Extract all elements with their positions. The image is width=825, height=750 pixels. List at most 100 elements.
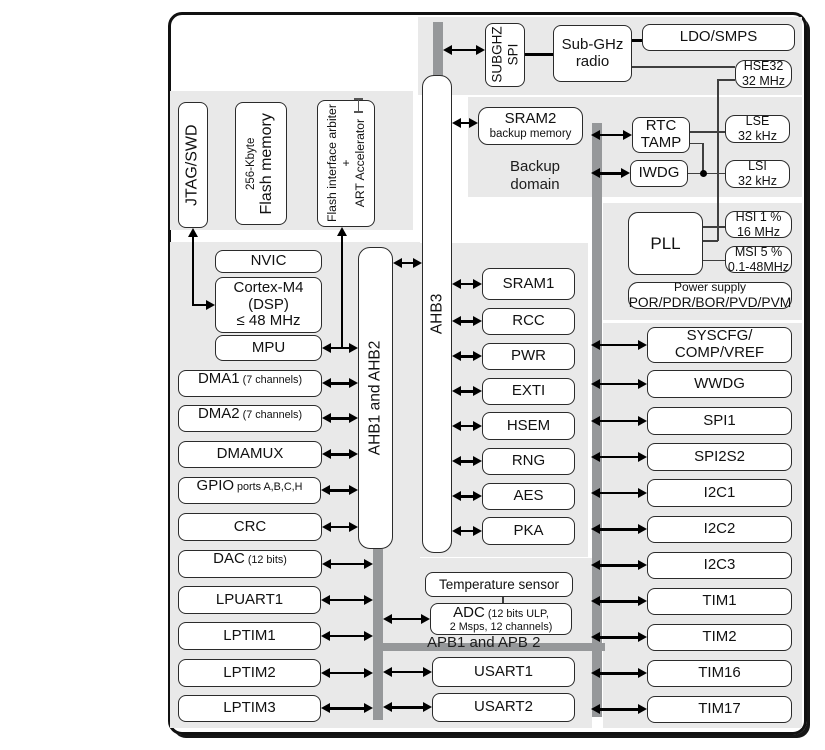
arrow-head-left bbox=[393, 257, 402, 268]
block-i2c3: I2C3 bbox=[647, 552, 792, 579]
block-spi2s2: SPI2S2 bbox=[647, 443, 792, 471]
block-label: PWR bbox=[511, 347, 546, 365]
arrow-head-right bbox=[364, 703, 373, 713]
block-label: LPTIM2 bbox=[223, 663, 276, 681]
block-label: SYSCFG/ bbox=[686, 327, 753, 345]
arrow-head-left bbox=[322, 558, 331, 569]
arrow-head-right bbox=[473, 456, 482, 466]
arrow-head-left bbox=[591, 524, 600, 534]
block-lse: LSE 32 kHz bbox=[725, 114, 790, 143]
block-usart1: USART1 bbox=[432, 657, 575, 687]
connector-line bbox=[192, 303, 208, 306]
connector-line bbox=[703, 226, 725, 228]
arrow-head-right bbox=[638, 378, 647, 389]
block-label: LPUART1 bbox=[215, 590, 284, 608]
block-label: ≤ 48 MHz bbox=[236, 312, 301, 330]
block-i2c2: I2C2 bbox=[647, 516, 792, 543]
block-label: MPU bbox=[251, 338, 286, 356]
arrow-head-right bbox=[476, 44, 485, 55]
arrow-head-right bbox=[638, 596, 647, 606]
arrow-head-right bbox=[349, 485, 358, 495]
block-label: + bbox=[338, 159, 353, 168]
connector-line bbox=[703, 240, 718, 242]
arrow-head-left bbox=[321, 485, 330, 495]
block-sublabel: (12 bits ULP, bbox=[487, 607, 549, 620]
arrow-shaft bbox=[329, 562, 366, 566]
arrow-head-right bbox=[621, 168, 630, 178]
arrow-shaft bbox=[459, 390, 475, 393]
block-temperature-sensor: Temperature sensor bbox=[425, 572, 573, 597]
arrow-head-right bbox=[349, 521, 358, 532]
backup-domain-label: Backup domain bbox=[495, 158, 575, 194]
block-rtc-tamp: RTC TAMP bbox=[632, 117, 690, 153]
arrow-shaft bbox=[328, 598, 366, 602]
arrow-head-up bbox=[336, 227, 347, 236]
arrow-shaft bbox=[329, 382, 351, 385]
block-label: 16 MHz bbox=[736, 224, 781, 239]
arrow-head-left bbox=[321, 667, 330, 678]
arrow-head-left bbox=[321, 594, 330, 605]
arrow-shaft bbox=[598, 600, 640, 603]
arrow-shaft bbox=[459, 121, 471, 125]
block-label: Temperature sensor bbox=[438, 576, 560, 592]
arrow-head-left bbox=[452, 278, 461, 289]
block-label: HSEM bbox=[506, 416, 551, 434]
arrow-shaft bbox=[459, 495, 475, 498]
arrow-head-left bbox=[322, 342, 331, 353]
arrow-shaft bbox=[459, 529, 475, 533]
block-label: Power supply bbox=[673, 280, 747, 295]
block-sublabel: (7 channels) bbox=[242, 409, 303, 421]
arrow-head-left bbox=[452, 491, 461, 501]
block-label: WWDG bbox=[694, 374, 745, 392]
arrow-head-right bbox=[623, 129, 632, 140]
block-label: TIM16 bbox=[698, 664, 741, 682]
arrow-shaft bbox=[450, 48, 478, 52]
arrow-head-left bbox=[322, 521, 331, 532]
apb-bus-label: APB1 and APB 2 bbox=[427, 634, 541, 651]
block-sram1: SRAM1 bbox=[482, 268, 575, 300]
block-label: NVIC bbox=[250, 252, 287, 270]
arrow-head-right bbox=[473, 316, 482, 326]
arrow-shaft bbox=[459, 355, 475, 358]
bus-label: AHB1 and AHB2 bbox=[366, 340, 384, 456]
arrow-head-left bbox=[322, 378, 331, 388]
block-mpu: MPU bbox=[215, 335, 322, 361]
ahb3-top-bus-bar bbox=[433, 22, 443, 77]
block-label: I2C3 bbox=[703, 556, 736, 574]
block-label: IWDG bbox=[638, 164, 680, 182]
arrow-shaft bbox=[390, 706, 425, 709]
arrow-head-left bbox=[452, 117, 461, 128]
block-power-supply: Power supply POR/PDR/BOR/PVD/PVM bbox=[628, 280, 792, 310]
arrow-head-left bbox=[591, 339, 600, 350]
block-subghz-radio: Sub-GHz radio bbox=[553, 25, 632, 82]
block-label: DAC bbox=[213, 550, 245, 567]
arrow-head-right bbox=[638, 339, 647, 350]
arrow-head-right bbox=[473, 420, 482, 431]
block-label: AES bbox=[513, 487, 544, 505]
block-label: 32 kHz bbox=[738, 174, 777, 188]
arrow-head-right bbox=[206, 299, 215, 310]
block-sublabel: ports A,B,C,H bbox=[237, 481, 303, 493]
block-label: Flash memory bbox=[258, 112, 276, 215]
block-exti: EXTI bbox=[482, 378, 575, 405]
arrow-head-right bbox=[364, 558, 373, 569]
block-cortex-m4: Cortex-M4 (DSP) ≤ 48 MHz bbox=[215, 277, 322, 333]
arrow-head-left bbox=[322, 413, 331, 423]
arrow-shaft bbox=[328, 489, 351, 492]
connector-line bbox=[632, 38, 642, 42]
block-flash-memory: 256-Kbyte Flash memory bbox=[235, 102, 287, 225]
block-subghz-spi: SUBGHZ SPI bbox=[485, 23, 525, 87]
block-adc: ADC (12 bits ULP, 2 Msps, 12 channels) bbox=[430, 603, 572, 635]
arrow-head-left bbox=[591, 378, 600, 389]
apb-left-bus-bar bbox=[373, 549, 383, 720]
block-label: SPI1 bbox=[703, 411, 736, 429]
arrow-head-left bbox=[443, 44, 452, 55]
arrow-head-left bbox=[322, 449, 331, 459]
block-rcc: RCC bbox=[482, 308, 575, 335]
arrow-head-left bbox=[321, 630, 330, 641]
block-label: ADC bbox=[453, 603, 485, 621]
arrow-head-right bbox=[421, 613, 430, 624]
block-label: SUBGHZ bbox=[489, 26, 505, 84]
